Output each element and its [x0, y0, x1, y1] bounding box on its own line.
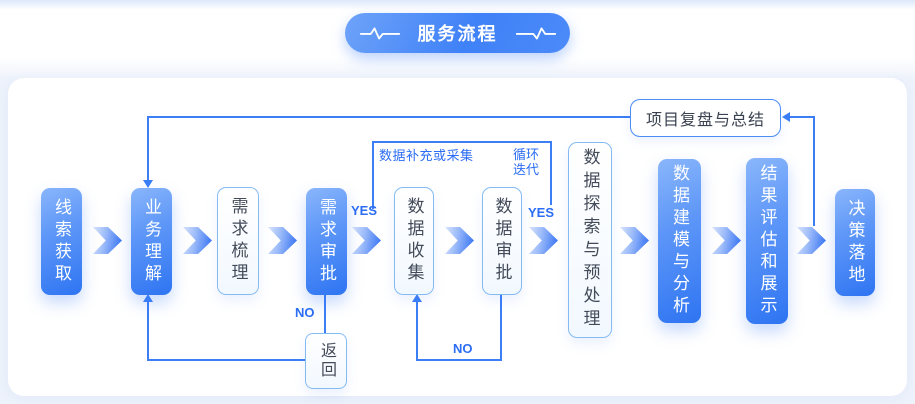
connector-decision-to-review-v-line — [813, 117, 815, 226]
node-data-approval: 数据审批 — [482, 187, 522, 295]
section-title-badge: 服务流程 — [345, 13, 570, 53]
label-no-requirement: NO — [295, 305, 315, 320]
arrow-up-icon — [143, 294, 153, 302]
section-title: 服务流程 — [417, 24, 498, 44]
node-label: 业务理解 — [142, 197, 161, 286]
node-label: 线索获取 — [52, 197, 71, 286]
label-data-supplement-collection: 数据补充或采集 — [379, 148, 474, 163]
node-project-review-summary: 项目复盘与总结 — [630, 99, 781, 137]
node-label: 决策落地 — [845, 198, 865, 287]
connector-return-h-line — [148, 359, 305, 361]
ecg-pulse-icon — [359, 27, 400, 40]
node-requirement-approval: 需求审批 — [306, 188, 347, 295]
loop-bracket-right-line — [550, 141, 552, 205]
connector-return-v-line — [147, 302, 149, 361]
node-label: 数据建模与分析 — [670, 164, 689, 318]
node-return: 返回 — [305, 333, 347, 389]
node-data-collection: 数据收集 — [394, 187, 434, 295]
connector-requirement-no-line — [324, 295, 326, 333]
loop-bracket-left-line — [372, 141, 374, 209]
label-no-data: NO — [453, 341, 473, 356]
node-label: 项目复盘与总结 — [645, 112, 765, 129]
connector-data-no-h-line — [417, 359, 502, 361]
node-label: 需求梳理 — [228, 197, 248, 285]
node-business-understanding: 业务理解 — [131, 188, 172, 295]
label-yes-requirement: YES — [351, 203, 378, 218]
connector-decision-to-review-h-line — [789, 116, 815, 118]
node-label: 数据收集 — [404, 197, 424, 285]
connector-data-no-up-line — [416, 302, 418, 361]
node-clue-acquisition: 线索获取 — [41, 188, 82, 295]
connector-data-no-down-line — [500, 295, 502, 361]
arrow-left-icon — [782, 112, 790, 122]
connector-review-to-business-v-line — [147, 116, 149, 181]
node-label: 返回 — [318, 342, 335, 380]
node-data-exploration-preprocessing: 数据探索与预处理 — [568, 142, 612, 338]
node-label: 结果评估和展示 — [757, 164, 777, 318]
ecg-pulse-icon — [515, 27, 556, 40]
node-label: 数据审批 — [492, 197, 512, 285]
node-label: 数据探索与预处理 — [580, 148, 600, 332]
node-decision-landing: 决策落地 — [835, 189, 875, 296]
node-data-modeling-analysis: 数据建模与分析 — [658, 159, 701, 323]
node-requirement-sorting: 需求梳理 — [217, 187, 259, 295]
connector-review-to-business-h-line — [148, 116, 630, 118]
node-result-evaluation-display: 结果评估和展示 — [746, 158, 788, 324]
arrow-down-icon — [143, 180, 153, 188]
loop-bracket-top-line — [372, 141, 552, 143]
label-yes-data: YES — [528, 205, 555, 220]
label-loop-iteration: 循环迭代 — [513, 147, 540, 177]
node-label: 需求审批 — [317, 197, 336, 286]
arrow-up-icon — [412, 294, 422, 302]
